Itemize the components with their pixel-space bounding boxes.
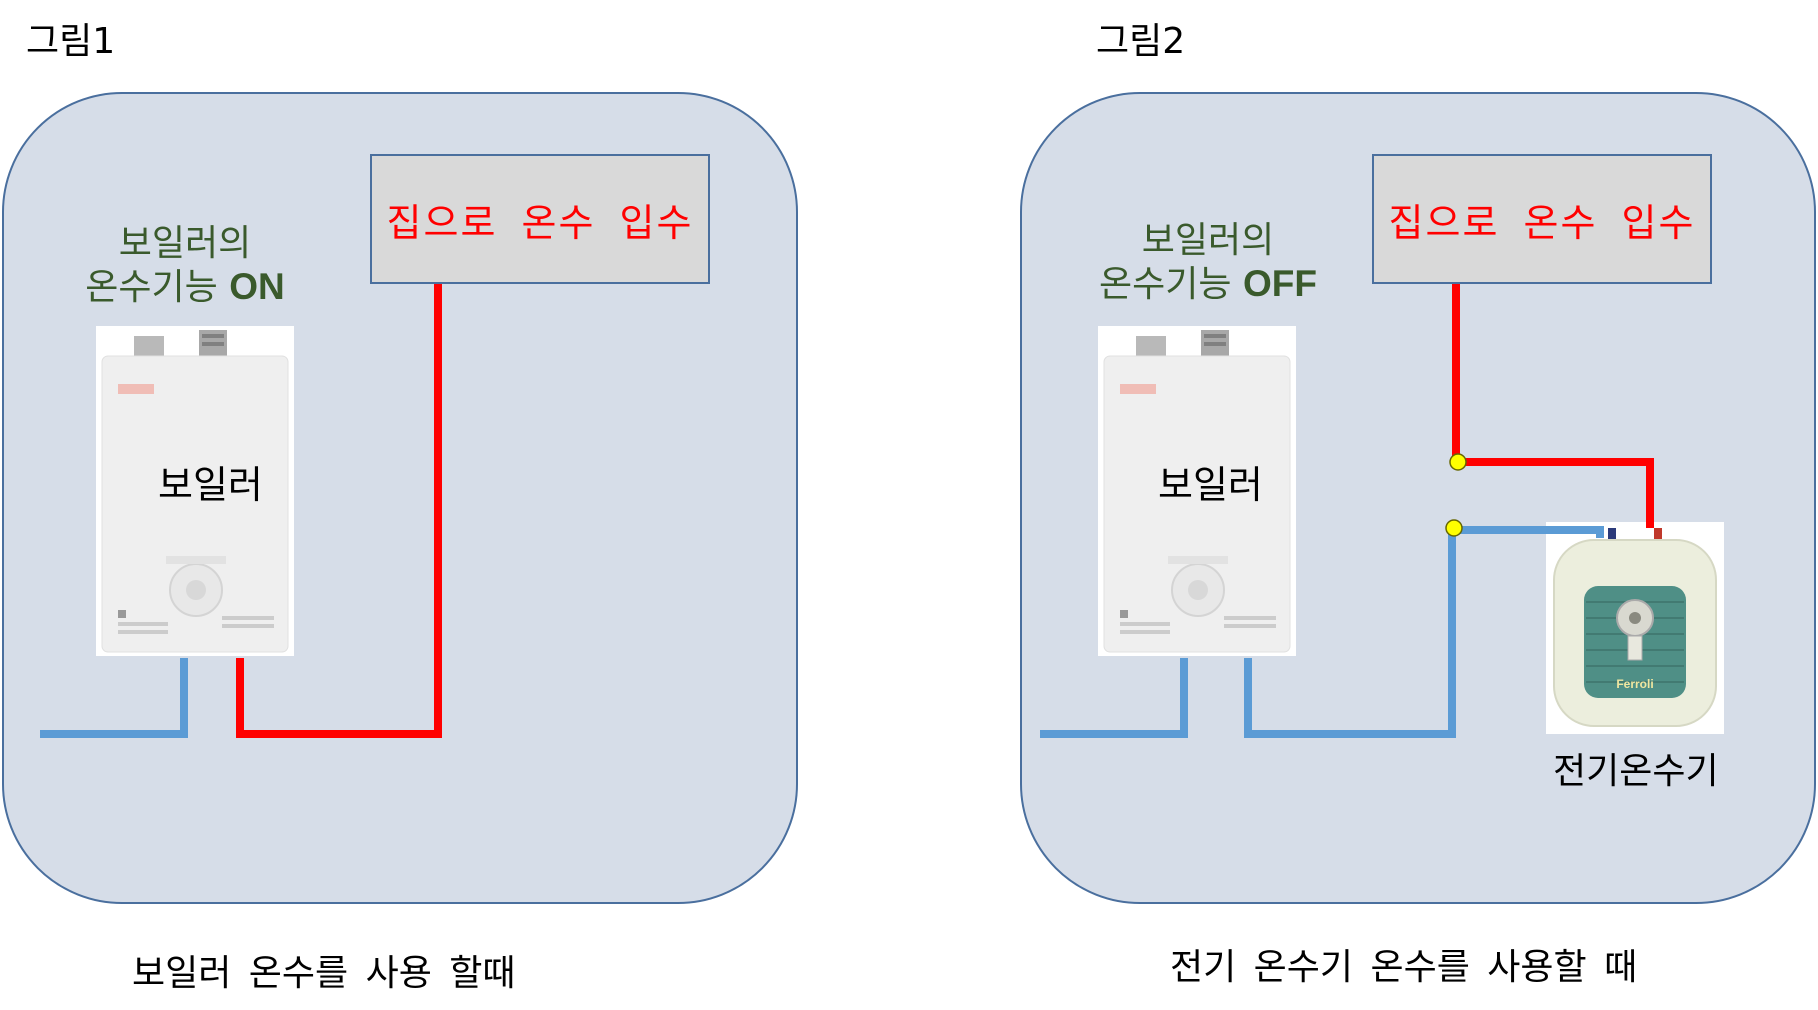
status-off-badge: OFF [1242,263,1317,304]
boiler-label-2: 보일러 [1158,463,1263,507]
figure-2-caption: 전기 온수기 온수를 사용할 때 [1170,947,1638,988]
cold-pipe-junction [1445,519,1463,537]
boiler-hot-water-status-1: 보일러의 온수기능 ON [70,222,300,309]
boiler-to-heater-cold-pipe [1244,526,1604,738]
electric-water-heater-label: 전기온수기 [1553,751,1719,792]
house-hot-water-box-1: 집으로 온수 입수 [370,154,710,284]
figure-2-label: 그림2 [1096,21,1186,62]
figure-1-label: 그림1 [26,21,116,62]
cold-water-pipe-1 [40,658,188,738]
electric-water-heater-illustration: Ferroli [1546,522,1724,734]
status-line-2: 온수기능 OFF [1088,262,1328,306]
heater-brand-logo: Ferroli [1616,677,1653,691]
heater-hot-water-pipe [1452,284,1654,528]
status-function-text: 온수기능 [1099,264,1232,305]
figure-1-caption: 보일러 온수를 사용 할때 [132,953,516,994]
house-hot-water-box-2: 집으로 온수 입수 [1372,154,1712,284]
hot-water-pipe-1 [236,284,442,738]
boiler-label-1: 보일러 [158,463,263,507]
status-line-1: 보일러의 [1141,220,1275,261]
status-function-text: 온수기능 [85,267,218,308]
status-line-1: 보일러의 [118,223,252,264]
cold-water-pipe-2 [1040,658,1188,738]
hot-pipe-junction [1449,453,1467,471]
status-line-2: 온수기능 ON [70,265,300,309]
status-on-badge: ON [229,266,285,307]
boiler-illustration-2 [1098,326,1296,656]
boiler-hot-water-status-2: 보일러의 온수기능 OFF [1088,219,1328,306]
boiler-illustration-1 [96,326,294,656]
